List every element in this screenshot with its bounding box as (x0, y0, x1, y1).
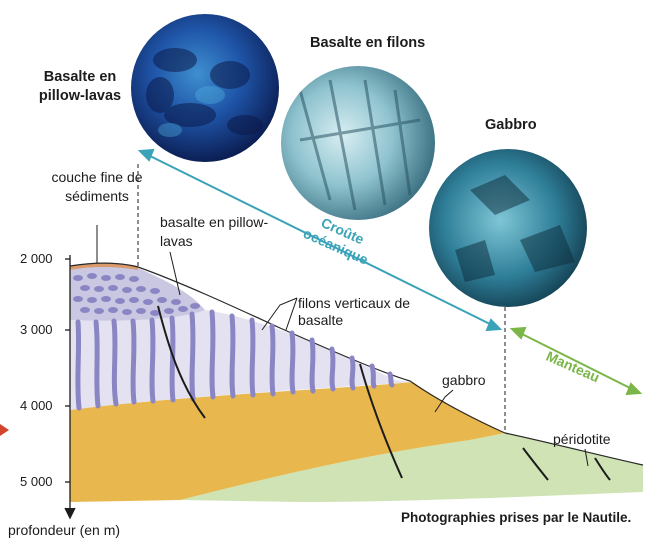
photo-pillow-lavas (131, 14, 279, 162)
photo-label-filons: Basalte en filons (310, 35, 425, 51)
left-edge-marker (0, 424, 9, 436)
photo-label-gabbro: Gabbro (485, 117, 537, 133)
label-gabbro: gabbro (442, 372, 486, 388)
label-sediments: couche fine de sédiments (48, 168, 146, 206)
depth-tick-5000: 5 000 (20, 474, 53, 489)
photo-label-pillow: Basalte en pillow-lavas (28, 68, 132, 106)
label-filons: filons verticaux de basalte (298, 295, 448, 329)
photo-basalte-filons (281, 66, 435, 220)
caption: Photographies prises par le Nautile. (401, 510, 631, 525)
label-peridotite: péridotite (553, 431, 611, 447)
photo-gabbro (429, 149, 587, 307)
depth-tick-4000: 4 000 (20, 398, 53, 413)
label-pillow-lavas: basalte en pillow-lavas (160, 213, 272, 251)
depth-tick-3000: 3 000 (20, 322, 53, 337)
depth-tick-2000: 2 000 (20, 251, 53, 266)
axis-title: profondeur (en m) (8, 522, 120, 538)
